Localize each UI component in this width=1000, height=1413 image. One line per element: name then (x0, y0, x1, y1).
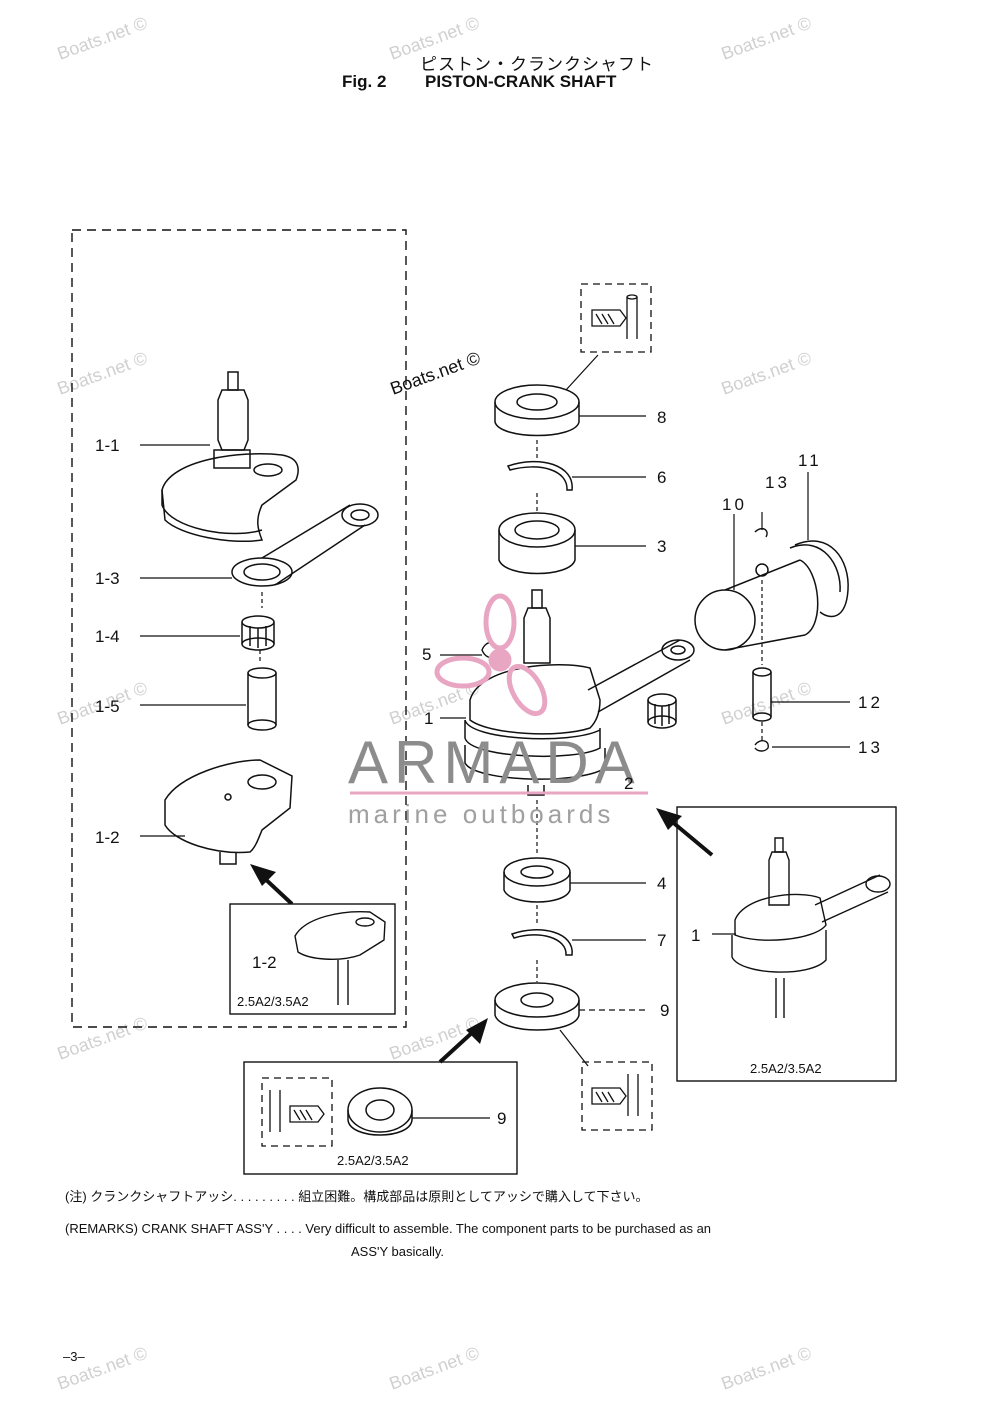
boats-watermark: Boats.net © (719, 348, 814, 399)
part-13-clip-lower (754, 740, 769, 752)
boats-watermark: Boats.net © (55, 1013, 150, 1064)
callout-1-3: 1-3 (95, 569, 120, 588)
figure-title-japanese: ピストン・クランクシャフト (420, 55, 654, 74)
center-leader-lines (440, 354, 850, 1067)
grease-detail-box-top (580, 283, 652, 353)
part-8-oil-seal (494, 384, 580, 437)
grease-detail-box-bottom (581, 1061, 653, 1131)
part-1-2-lower-crank (164, 759, 293, 865)
callout-3: 3 (657, 537, 666, 556)
callout-9: 9 (660, 1001, 669, 1020)
inset-oil-seal (347, 1087, 413, 1136)
left-leader-lines (140, 444, 263, 837)
callout-12: 12 (858, 693, 883, 712)
remarks-english-line-1: (REMARKS) CRANK SHAFT ASS'Y . . . . Very… (65, 1221, 712, 1236)
left-inset-box (229, 903, 396, 1015)
callout-labels: 1-1 1-3 1-4 1-5 1-2 1-2 8 6 3 5 1 2 4 7 … (95, 408, 883, 1128)
part-9-oil-seal (494, 982, 580, 1031)
part-1-3-connecting-rod (231, 503, 379, 587)
inset-crankshaft-assembly (731, 837, 891, 1018)
part-2-needle-bearing (647, 693, 677, 729)
armada-wordmark: ARMADA (348, 729, 641, 796)
remarks-english-line-2: ASS'Y basically. (351, 1244, 445, 1259)
callout-10: 10 (722, 495, 747, 514)
callout-1-2-inset: 1-2 (252, 953, 277, 972)
part-1-5-crank-pin (247, 667, 277, 731)
boats-watermark: Boats.net © (719, 13, 814, 64)
part-1-1-upper-crank (161, 371, 299, 543)
right-inset-caption: 2.5A2/3.5A2 (750, 1061, 822, 1076)
arrow-to-right-inset (656, 808, 714, 857)
page-number: –3– (63, 1349, 85, 1364)
arrow-to-bottom-inset (438, 1018, 488, 1064)
armada-tagline: marine outboards (348, 799, 614, 829)
callout-1-2: 1-2 (95, 828, 120, 847)
arrow-to-left-inset (250, 864, 294, 906)
inset-lower-crank (294, 911, 386, 1005)
callout-6: 6 (657, 468, 666, 487)
left-inset-caption: 2.5A2/3.5A2 (237, 994, 309, 1009)
grease-detail-icon-bottom (591, 1074, 639, 1116)
callout-1-5: 1-5 (95, 697, 120, 716)
callout-1-1: 1-1 (95, 436, 120, 455)
boats-watermark: Boats.net © (719, 1343, 814, 1394)
callout-7: 7 (657, 931, 666, 950)
propeller-logo-icon (434, 593, 548, 717)
part-4-bearing (503, 857, 571, 903)
boats-watermark-dark: Boats.net © (388, 348, 483, 399)
remarks-japanese: (注) クランクシャフトアッシ. . . . . . . . . 組立困難。構成… (65, 1189, 649, 1204)
part-3-bearing (498, 512, 576, 575)
figure-title: PISTON-CRANK SHAFT (425, 72, 617, 91)
boats-watermark: Boats.net © (387, 13, 482, 64)
crankshaft-assy-box (71, 229, 407, 1028)
inset-captions: 2.5A2/3.5A2 2.5A2/3.5A2 2.5A2/3.5A2 (237, 994, 822, 1168)
grease-detail-icon-inset (269, 1090, 325, 1132)
callout-4: 4 (657, 874, 666, 893)
part-11-piston-ring (789, 540, 849, 618)
part-1-crankshaft-assembly (464, 589, 695, 796)
armada-logo-watermark: ARMADA marine outboards (348, 593, 648, 829)
callout-13-lower: 13 (858, 738, 883, 757)
grease-detail-icon-top (591, 294, 638, 339)
callout-5: 5 (422, 645, 431, 664)
callout-1-inset: 1 (691, 926, 700, 945)
boats-watermark: Boats.net © (387, 1343, 482, 1394)
boats-watermark: Boats.net © (55, 348, 150, 399)
callout-13-upper: 13 (765, 473, 790, 492)
callout-9-inset: 9 (497, 1109, 506, 1128)
part-6-circlip (506, 460, 573, 491)
part-1-4-needle-bearing (241, 615, 275, 651)
right-inset-box (676, 806, 897, 1082)
part-12-piston-pin (752, 667, 772, 722)
figure-number: Fig. 2 (342, 72, 387, 91)
callout-2: 2 (624, 774, 633, 793)
callout-8: 8 (657, 408, 666, 427)
part-10-piston (694, 559, 819, 651)
callout-1: 1 (424, 709, 433, 728)
callout-1-4: 1-4 (95, 627, 120, 646)
grease-detail-box-inset (261, 1077, 333, 1147)
callout-11: 11 (798, 451, 822, 470)
boats-watermark: Boats.net © (55, 13, 150, 64)
part-7-circlip (510, 929, 573, 956)
bottom-inset-caption: 2.5A2/3.5A2 (337, 1153, 409, 1168)
part-13-clip-upper (754, 527, 768, 538)
